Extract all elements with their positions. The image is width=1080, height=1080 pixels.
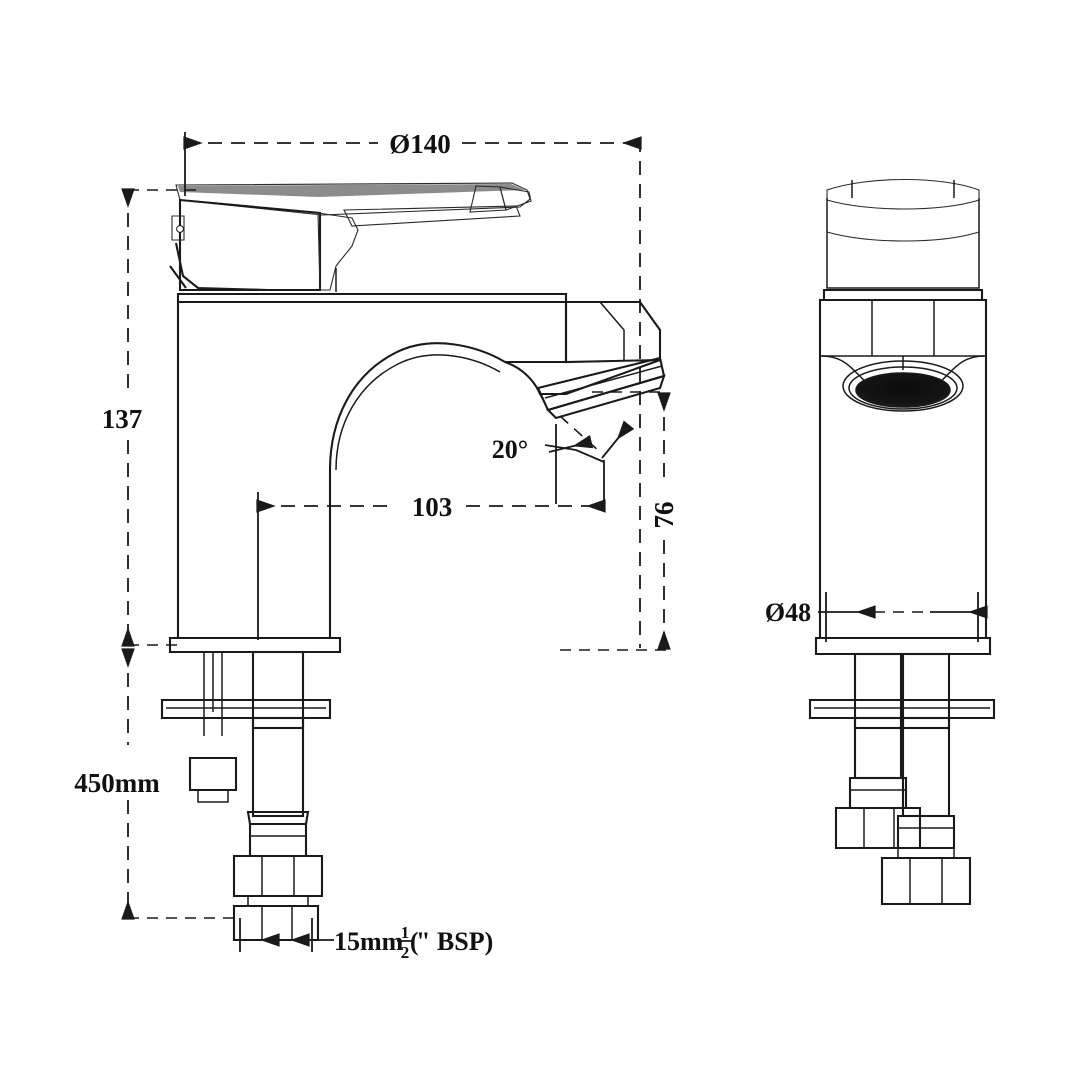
front-handle-cap [826, 179, 980, 289]
dimension-label-connection-thread-denominator: 2 [401, 943, 410, 962]
dimension-label-overall-width: Ø140 [389, 129, 451, 159]
dimension-overall-width: Ø140 [183, 129, 642, 648]
front-body [818, 288, 988, 640]
dimension-label-spout-reach: 103 [412, 492, 453, 522]
supply-assembly-side [160, 650, 332, 942]
dimension-label-connection-thread-suffix: " BSP) [416, 927, 493, 956]
dimension-label-spout-height: 76 [649, 502, 679, 529]
side-elevation-view [160, 182, 666, 942]
lever-handle [169, 182, 532, 292]
supply-assembly-front [808, 652, 996, 906]
dimension-label-connection-thread-numerator: 1 [401, 923, 410, 942]
faucet-body [176, 292, 666, 640]
front-elevation-view [808, 179, 996, 906]
front-base-plate [814, 636, 992, 656]
dimension-label-hose-length: 450mm [74, 768, 160, 798]
dimension-aerator-angle: 20° [492, 415, 635, 504]
dimension-label-aerator-angle: 20° [492, 435, 528, 464]
dimension-hose-length: 450mm [74, 648, 238, 920]
dimension-label-base-diameter: Ø48 [765, 598, 811, 627]
dimension-spout-reach: 103 [256, 460, 606, 640]
dimension-body-height: 137 [102, 188, 200, 647]
dimension-spout-height: 76 [560, 391, 679, 651]
mounting-base-plate [168, 636, 342, 654]
dimension-label-body-height: 137 [102, 404, 143, 434]
dimension-base-diameter: Ø48 [765, 592, 988, 642]
dimension-connection-thread: 15mm ( 1 2 " BSP) [239, 918, 493, 962]
